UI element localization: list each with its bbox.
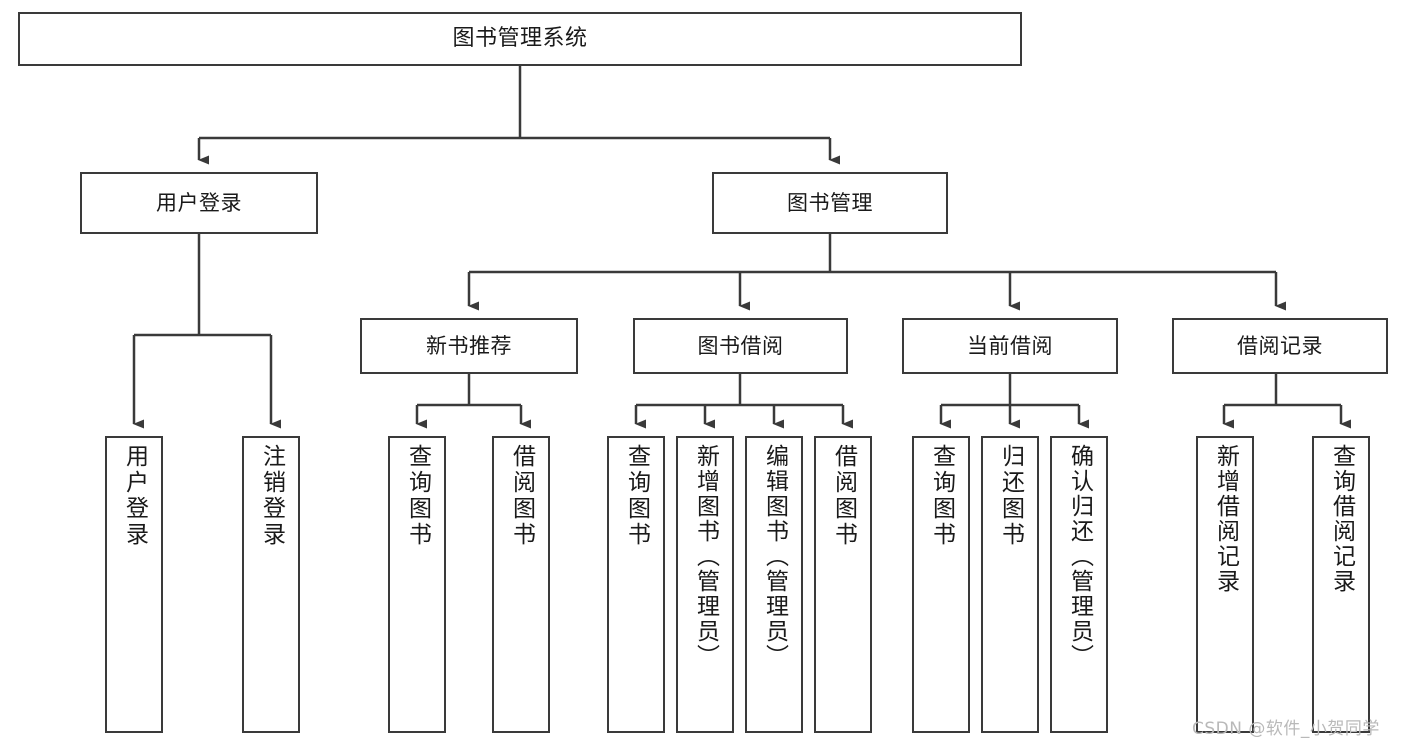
node-label: 查询借阅记录 <box>1328 444 1355 594</box>
node-label: 编辑图书（管理员） <box>761 444 788 669</box>
node-label: 借阅图书 <box>508 444 535 548</box>
node-new-book-recommend[interactable]: 新书推荐 <box>360 318 578 374</box>
node-root-system[interactable]: 图书管理系统 <box>18 12 1022 66</box>
leaf-borrow-edit-book-admin[interactable]: 编辑图书（管理员） <box>745 436 803 733</box>
node-label: 新增图书（管理员） <box>692 444 719 669</box>
node-user-login[interactable]: 用户登录 <box>80 172 318 234</box>
leaf-recommend-borrow-book[interactable]: 借阅图书 <box>492 436 550 733</box>
node-label: 图书借阅 <box>697 333 784 358</box>
node-label: 图书管理 <box>787 190 873 215</box>
leaf-borrow-add-book-admin[interactable]: 新增图书（管理员） <box>676 436 734 733</box>
leaf-current-return-book[interactable]: 归还图书 <box>981 436 1039 733</box>
node-book-management[interactable]: 图书管理 <box>712 172 948 234</box>
node-label: 用户登录 <box>121 444 148 548</box>
node-label: 借阅记录 <box>1237 333 1323 358</box>
node-book-borrow[interactable]: 图书借阅 <box>633 318 848 374</box>
leaf-current-query-book[interactable]: 查询图书 <box>912 436 970 733</box>
leaf-current-confirm-return-admin[interactable]: 确认归还（管理员） <box>1050 436 1108 733</box>
node-label: 新增借阅记录 <box>1212 444 1239 594</box>
node-label: 确认归还（管理员） <box>1066 444 1093 669</box>
leaf-user-login-login[interactable]: 用户登录 <box>105 436 163 733</box>
node-label: 注销登录 <box>258 444 285 548</box>
node-label: 借阅图书 <box>830 444 857 548</box>
node-label: 查询图书 <box>404 444 431 548</box>
node-current-borrow[interactable]: 当前借阅 <box>902 318 1118 374</box>
leaf-user-login-logout[interactable]: 注销登录 <box>242 436 300 733</box>
node-label: 查询图书 <box>928 444 955 548</box>
node-borrow-record[interactable]: 借阅记录 <box>1172 318 1388 374</box>
node-label: 用户登录 <box>156 190 242 215</box>
node-label: 新书推荐 <box>426 333 512 358</box>
leaf-borrow-borrow-book[interactable]: 借阅图书 <box>814 436 872 733</box>
leaf-recommend-query-book[interactable]: 查询图书 <box>388 436 446 733</box>
leaf-borrow-query-book[interactable]: 查询图书 <box>607 436 665 733</box>
node-label: 归还图书 <box>997 444 1024 548</box>
leaf-record-add-record[interactable]: 新增借阅记录 <box>1196 436 1254 733</box>
node-label: 查询图书 <box>623 444 650 548</box>
node-label: 图书管理系统 <box>452 26 588 52</box>
leaf-record-query-record[interactable]: 查询借阅记录 <box>1312 436 1370 733</box>
csdn-watermark: CSDN @软件_小贺同学 <box>1192 719 1380 739</box>
node-label: 当前借阅 <box>967 333 1053 358</box>
